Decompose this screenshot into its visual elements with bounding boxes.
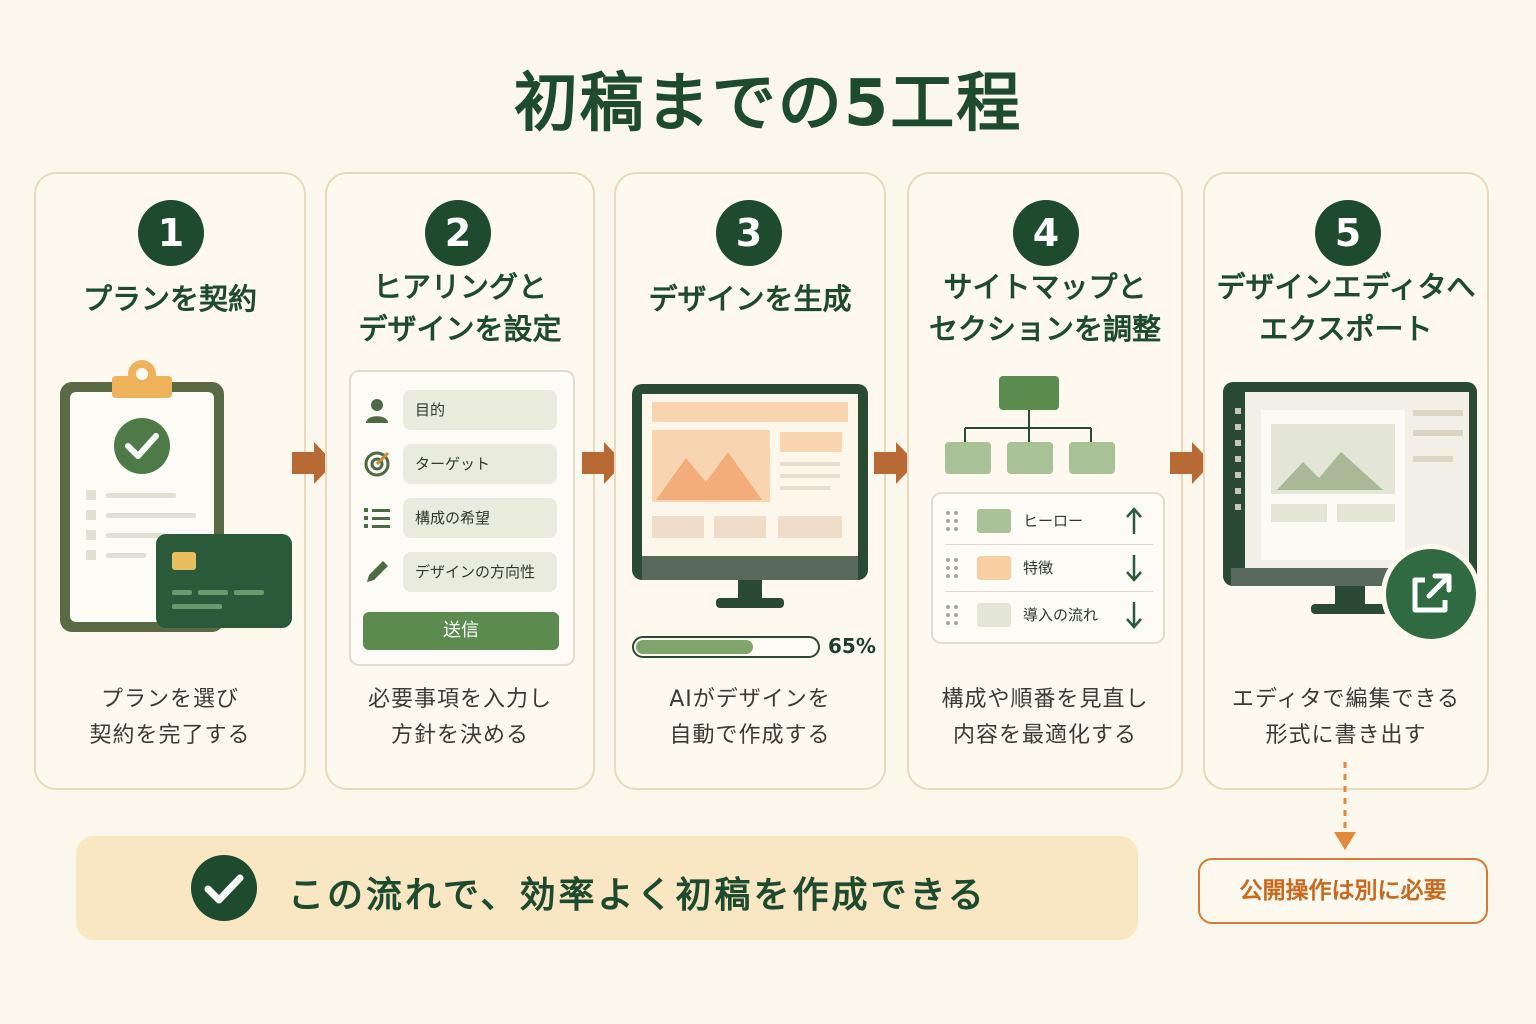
pencil-icon	[367, 561, 388, 582]
section-row-flow[interactable]: 導入の流れ	[933, 592, 1163, 638]
progress-bar	[632, 636, 820, 658]
form-row-purpose: 目的	[363, 390, 561, 430]
person-icon	[366, 399, 388, 423]
section-list: ヒーロー 特徴 導入の流れ	[931, 492, 1165, 644]
summary-banner: この流れで、効率よく初稿を作成できる	[76, 836, 1138, 940]
section-swatch	[977, 603, 1011, 627]
arrow-right-icon	[1170, 442, 1212, 484]
section-swatch	[977, 556, 1011, 580]
form-field-structure[interactable]: 構成の希望	[403, 498, 557, 538]
clipboard-card-icon	[60, 360, 292, 632]
export-icon[interactable]	[1379, 542, 1483, 646]
step-card-4: 4 サイトマップと セクションを調整 ヒーロー 特徴 導入の流れ	[907, 172, 1183, 790]
drag-handle-icon[interactable]	[945, 557, 959, 579]
divider	[945, 544, 1153, 545]
monitor-design-icon	[632, 384, 868, 608]
step-title-1: プランを契約	[82, 282, 257, 316]
check-circle-icon	[191, 855, 257, 921]
step-number-5: 5	[1315, 200, 1381, 266]
progress-fill	[636, 640, 753, 654]
section-label: 導入の流れ	[1023, 606, 1099, 624]
step-card-3: 3 デザインを生成 65% AIがデザインを 自動で作成する	[614, 172, 886, 790]
step-desc-1: プランを選び 契約を完了する	[89, 687, 251, 748]
form-field-target[interactable]: ターゲット	[403, 444, 557, 484]
step-number-4: 4	[1013, 200, 1079, 266]
step-desc-2: 必要事項を入力し 方針を決める	[367, 687, 552, 748]
arrow-up-icon[interactable]	[1125, 506, 1143, 536]
arrow-right-icon	[874, 442, 916, 484]
section-label: 特徴	[1023, 559, 1054, 577]
submit-button[interactable]: 送信	[363, 612, 559, 650]
list-icon	[364, 508, 390, 528]
step-title-4: サイトマップと セクションを調整	[928, 270, 1161, 346]
editor-monitor-icon	[1223, 382, 1477, 614]
dashed-arrow-down-icon	[1334, 762, 1356, 850]
step-desc-5: エディタで編集できる 形式に書き出す	[1231, 687, 1461, 748]
step-number-1: 1	[138, 200, 204, 266]
form-row-target: ターゲット	[363, 444, 561, 484]
hearing-form: 目的 ターゲット 構成の希望 デザインの方向性 送信	[349, 370, 575, 666]
step-card-5: 5 デザインエディタへ エクスポート エディタで編集できる 形式に書き出す	[1203, 172, 1489, 790]
step-title-2: ヒアリングと デザインを設定	[358, 270, 562, 346]
arrow-down-icon[interactable]	[1125, 553, 1143, 583]
step-card-1: 1 プランを契約 プランを選び 契約を完了する	[34, 172, 306, 790]
banner-text: この流れで、効率よく初稿を作成できる	[288, 875, 987, 916]
drag-handle-icon[interactable]	[945, 604, 959, 626]
divider	[945, 591, 1153, 592]
page-title: 初稿までの5工程	[513, 67, 1023, 141]
publish-note: 公開操作は別に必要	[1198, 858, 1488, 924]
section-swatch	[977, 509, 1011, 533]
drag-handle-icon[interactable]	[945, 510, 959, 532]
step-desc-3: AIがデザインを 自動で作成する	[669, 687, 831, 748]
form-row-direction: デザインの方向性	[363, 552, 561, 592]
arrow-right-icon	[292, 442, 334, 484]
step-number-3: 3	[716, 200, 782, 266]
section-label: ヒーロー	[1023, 512, 1084, 530]
form-row-structure: 構成の希望	[363, 498, 561, 538]
arrow-down-icon[interactable]	[1125, 600, 1143, 630]
section-row-features[interactable]: 特徴	[933, 545, 1163, 591]
step-card-2: 2 ヒアリングと デザインを設定 目的 ターゲット 構成の希望 デザインの方向性…	[325, 172, 595, 790]
step-desc-4: 構成や順番を見直し 内容を最適化する	[941, 687, 1149, 748]
step-number-2: 2	[425, 200, 491, 266]
form-field-purpose[interactable]: 目的	[403, 390, 557, 430]
sitemap-tree-icon	[945, 376, 1115, 474]
progress-percent: 65%	[828, 634, 876, 658]
target-icon	[364, 451, 390, 477]
step-title-3: デザインを生成	[648, 282, 852, 316]
arrow-right-icon	[582, 442, 624, 484]
form-field-direction[interactable]: デザインの方向性	[403, 552, 557, 592]
section-row-hero[interactable]: ヒーロー	[933, 498, 1163, 544]
step-title-5: デザインエディタへ エクスポート	[1216, 270, 1476, 346]
